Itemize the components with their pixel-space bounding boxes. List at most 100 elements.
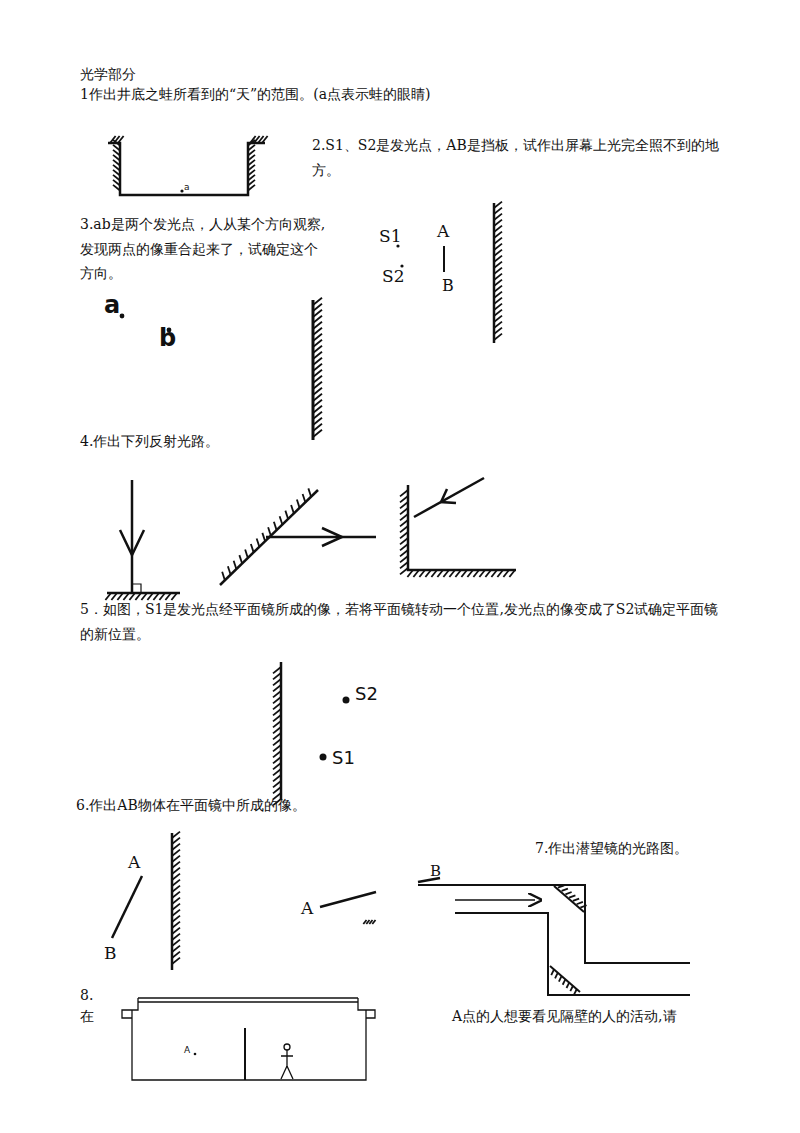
periscope-tube — [455, 913, 690, 995]
hatch-stroke — [273, 715, 281, 721]
hatch-stroke — [494, 202, 502, 208]
hatch-stroke — [400, 508, 408, 514]
hatch-stroke — [400, 562, 408, 568]
hatch-stroke — [297, 499, 300, 507]
hatch-stroke — [273, 691, 281, 697]
mirror — [107, 592, 180, 595]
point-label: A — [128, 852, 140, 872]
point-label: B — [104, 943, 117, 963]
hatch-stroke — [117, 593, 123, 600]
hatch-stroke — [563, 979, 566, 984]
hatch-stroke — [494, 256, 502, 262]
hatch-stroke — [494, 286, 502, 292]
hatch-stroke — [494, 334, 502, 340]
question-text: 3.ab是两个发光点，人从某个方向观察,发现两点的像重合起来了，试确定这个方向。 — [80, 212, 330, 286]
hatch-stroke — [273, 721, 281, 727]
question-text: 4.作出下列反射光路。 — [80, 433, 219, 450]
periscope-tube — [418, 885, 690, 963]
hatch-stroke — [172, 958, 180, 964]
point-label: a — [184, 182, 190, 193]
hatch-stroke — [273, 709, 281, 715]
hatch-stroke — [555, 973, 558, 978]
hatch-stroke — [129, 593, 135, 600]
hatch-stroke — [239, 555, 242, 563]
hatch-stroke — [172, 862, 180, 868]
hatch-stroke — [570, 986, 573, 991]
hatch-stroke — [274, 522, 277, 530]
hatch-stroke — [485, 570, 491, 577]
hatch-stroke — [222, 572, 225, 580]
mirror — [280, 662, 283, 800]
hatch-stroke — [494, 268, 502, 274]
hatch-stroke — [262, 533, 265, 541]
hatch-stroke — [273, 679, 281, 685]
hatch-stroke — [491, 570, 497, 577]
hatch-stroke — [248, 185, 255, 191]
hatch-stroke — [123, 593, 129, 600]
hatch-stroke — [494, 244, 502, 250]
hatch-stroke — [245, 550, 248, 558]
point-label: A — [184, 1045, 190, 1056]
hatch-stroke — [494, 214, 502, 220]
hatch-stroke — [580, 905, 586, 907]
hatch-stroke — [228, 566, 231, 574]
hatch-stroke — [172, 832, 180, 838]
hatch-stroke — [172, 856, 180, 862]
hatch-stroke — [494, 322, 502, 328]
hatch-stroke — [419, 570, 425, 577]
hatch-stroke — [577, 902, 583, 904]
mirror — [408, 485, 516, 570]
point-label: B — [442, 276, 454, 295]
hatch-stroke — [494, 232, 502, 238]
hatch-stroke — [494, 220, 502, 226]
question-text: A点的人想要看见隔壁的人的活动,请 — [452, 1008, 677, 1025]
hatch-stroke — [273, 685, 281, 691]
point-label: S1 — [332, 747, 355, 769]
hatch-stroke — [494, 310, 502, 316]
hatch-stroke — [141, 593, 147, 600]
hatch-stroke — [562, 889, 568, 891]
hatch-stroke — [172, 916, 180, 922]
arrow-head — [120, 530, 144, 555]
arrow-head — [441, 489, 456, 503]
image-dot — [320, 754, 327, 761]
hatch-stroke — [273, 781, 281, 787]
hatch-stroke — [400, 538, 408, 544]
point-label: b — [159, 324, 176, 353]
hatch-stroke — [497, 570, 503, 577]
hatch-stroke — [273, 757, 281, 763]
hatch-stroke — [273, 745, 281, 751]
hatch-stroke — [172, 874, 180, 880]
hatch-stroke — [400, 532, 408, 538]
mirror — [554, 886, 584, 912]
hatch-stroke — [172, 886, 180, 892]
mirror — [550, 966, 580, 992]
object-ab — [112, 876, 142, 938]
hatch-stroke — [172, 892, 180, 898]
hatch-stroke — [449, 570, 455, 577]
hatch-stroke — [262, 136, 268, 143]
hatch-stroke — [273, 727, 281, 733]
hatch-stroke — [172, 850, 180, 856]
hatch-stroke — [400, 550, 408, 556]
hatch-stroke — [473, 570, 479, 577]
light-ray — [455, 899, 535, 901]
hatch-stroke — [273, 775, 281, 781]
light-ray — [266, 536, 376, 539]
question-text: 1作出井底之蛙所看到的“天”的范围。(a点表示蛙的眼睛) — [80, 86, 431, 103]
hatch-stroke — [565, 892, 571, 894]
hatch-stroke — [494, 328, 502, 334]
hatch-stroke — [494, 292, 502, 298]
hatch-stroke — [172, 880, 180, 886]
hatch-stroke — [400, 556, 408, 562]
hatch-stroke — [503, 570, 509, 577]
point-label: A — [301, 898, 313, 918]
hatch-stroke — [494, 262, 502, 268]
hatch-stroke — [494, 208, 502, 214]
hatch-stroke — [479, 570, 485, 577]
arrow-head — [322, 528, 342, 546]
hatch-stroke — [567, 983, 570, 988]
hatch-stroke — [494, 316, 502, 322]
barrier — [443, 246, 445, 272]
